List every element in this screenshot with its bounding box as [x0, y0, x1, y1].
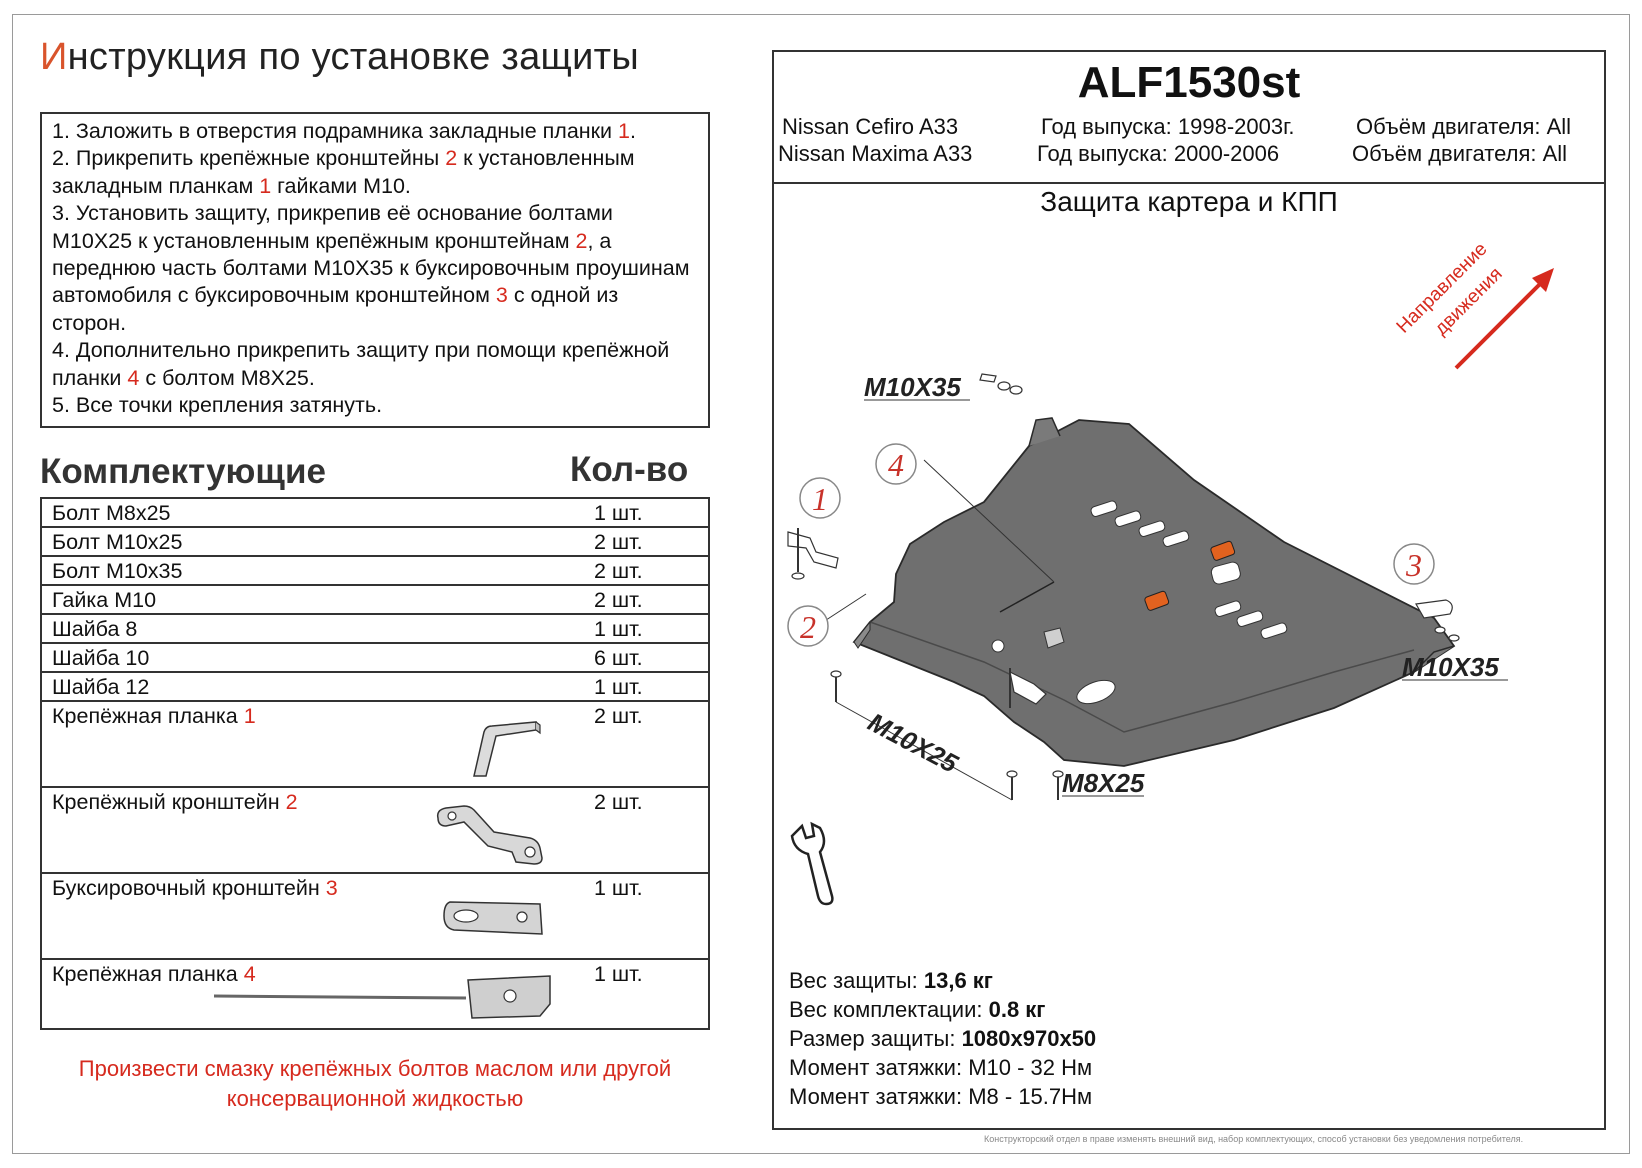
- svg-text:3: 3: [1405, 547, 1422, 583]
- car-year: Год выпуска: 1998-2003г.: [1041, 114, 1295, 139]
- car-engine: Объём двигателя: All: [1356, 114, 1572, 139]
- title-rest: нструкция по установке защиты: [67, 36, 639, 78]
- svg-text:1: 1: [812, 481, 828, 517]
- step-4: 4. Дополнительно прикрепить защиту при п…: [52, 338, 670, 390]
- spec-row: Размер защиты: 1080х970х50: [789, 1026, 1097, 1051]
- spec-row: Момент затяжки: М8 - 15.7Нм: [789, 1084, 1093, 1109]
- direction-arrow-icon: [1454, 268, 1554, 370]
- callout-1-icon: 1: [799, 477, 841, 519]
- bolt-stack-icon: [787, 373, 1460, 800]
- car-year: Год выпуска: 2000-2006: [1037, 141, 1280, 166]
- header-divider: [774, 182, 1604, 184]
- product-code: ALF1530st: [1077, 58, 1301, 107]
- bolt-label-m10x35-right: M10X35: [1402, 652, 1499, 682]
- step-3: 3. Установить защиту, прикрепив её основ…: [52, 201, 690, 335]
- car-engine: Объём двигателя: All: [1352, 141, 1568, 166]
- car-model: Nissan Cefiro A33: [782, 114, 959, 139]
- svg-text:2: 2: [800, 609, 816, 645]
- bolt-label-m10x25: M10X25: [863, 707, 963, 779]
- bolt-label-m8x25: M8X25: [1062, 768, 1145, 798]
- installation-diagram: Направление движения: [787, 239, 1554, 906]
- callout-2-icon: 2: [787, 605, 829, 647]
- table-row: Буксировочный кронштейн 3 1 шт.: [42, 874, 708, 960]
- lubrication-note: Произвести смазку крепёжных болтов масло…: [78, 1056, 672, 1111]
- step-2: 2. Прикрепить крепёжные кронштейны 2 к у…: [52, 146, 635, 198]
- mounting-plate-1-icon: [473, 721, 541, 777]
- title-first-letter: И: [40, 36, 68, 78]
- table-row: Крепёжный кронштейн 2 2 шт.: [42, 788, 708, 874]
- disclaimer: Конструкторский отдел в праве изменять в…: [984, 1134, 1524, 1144]
- spec-row: Вес комплектации: 0.8 кг: [789, 997, 1046, 1022]
- table-row: Крепёжная планка 1 2 шт.: [42, 702, 708, 788]
- instructions-box: 1. Заложить в отверстия подрамника закла…: [40, 112, 710, 428]
- bolt-label-m10x35-left: M10X35: [864, 372, 961, 402]
- mounting-bracket-2-icon: [436, 805, 543, 865]
- step-5: 5. Все точки крепления затянуть.: [52, 393, 383, 418]
- table-row: Крепёжная планка 4 1 шт.: [42, 960, 708, 1028]
- quantity-heading: Кол-во: [570, 450, 689, 489]
- callout-3-icon: 3: [1393, 543, 1435, 585]
- section-title: Защита картера и КПП: [1040, 186, 1338, 217]
- specifications: Вес защиты: 13,6 кг Вес комплектации: 0.…: [789, 966, 1096, 1111]
- spec-row: Момент затяжки: М10 - 32 Нм: [789, 1055, 1093, 1080]
- product-panel: ALF1530st Nissan Cefiro A33 Год выпуска:…: [772, 50, 1606, 1130]
- spec-row: Вес защиты: 13,6 кг: [789, 968, 993, 993]
- wrench-icon: [790, 821, 834, 906]
- skid-plate-icon: [852, 417, 1456, 767]
- step-1: 1. Заложить в отверстия подрамника закла…: [52, 119, 636, 143]
- page-title: Инструкция по установке защиты: [40, 36, 639, 79]
- mounting-plate-4-icon: [213, 975, 551, 1019]
- callout-4-icon: 4: [875, 443, 917, 485]
- car-model: Nissan Maxima A33: [778, 141, 973, 166]
- svg-text:4: 4: [888, 447, 904, 483]
- parts-heading: Комплектующие: [40, 452, 326, 491]
- page-frame: [12, 14, 1630, 1154]
- tow-bracket-3-icon: [443, 901, 543, 935]
